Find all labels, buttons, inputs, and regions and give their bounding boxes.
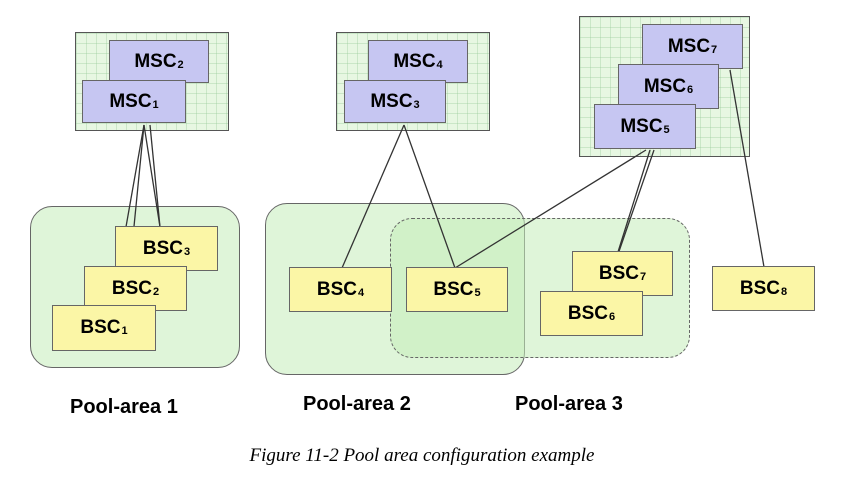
bsc4-sub: 4 (358, 286, 365, 299)
bsc3-label: BSC (142, 237, 183, 259)
bsc8-label: BSC (739, 277, 780, 299)
msc6-sub: 6 (687, 83, 694, 96)
link-msc7-bsc8 (729, 69, 765, 268)
msc5-label: MSC (620, 115, 663, 137)
msc1-label: MSC (109, 90, 152, 112)
bsc6-label: BSC (567, 302, 608, 324)
msc5-sub: 5 (663, 123, 670, 136)
link-msc2-bsc3 (149, 124, 161, 228)
bsc7-label: BSC (598, 262, 639, 284)
link-msc1-bsc3 (143, 124, 161, 228)
msc2-sub: 2 (177, 58, 184, 71)
msc7-label: MSC (667, 35, 711, 57)
figure-caption: Figure 11-2 Pool area configuration exam… (249, 445, 595, 466)
link-msc3-bsc4 (341, 124, 405, 269)
link-msc5-bsc7 (617, 149, 651, 253)
bsc5-sub: 5 (474, 286, 481, 299)
bsc5-label: BSC (433, 278, 474, 300)
pool-area-3-label: Pool-area 3 (515, 393, 623, 415)
msc4-sub: 4 (436, 58, 443, 71)
msc6-label: MSC (643, 75, 687, 97)
msc7-sub: 7 (711, 43, 718, 56)
bsc4-label: BSC (316, 278, 357, 300)
bsc8-sub: 8 (781, 285, 788, 298)
link-msc5-bsc5 (454, 149, 647, 269)
pool-area-1-label: Pool-area 1 (70, 396, 178, 418)
bsc1-label: BSC (80, 317, 121, 338)
msc3-label: MSC (370, 90, 413, 112)
bsc2-label: BSC (111, 277, 152, 299)
bsc7-sub: 7 (640, 270, 647, 283)
msc1-sub: 1 (152, 98, 159, 111)
bsc3-sub: 3 (184, 245, 191, 258)
pool-area-2-label: Pool-area 2 (303, 393, 411, 415)
bsc1-sub: 1 (121, 325, 128, 337)
msc2-label: MSC (134, 50, 177, 72)
link-msc3-bsc5 (403, 124, 456, 269)
msc3-sub: 3 (413, 98, 420, 111)
bsc6-sub: 6 (609, 310, 616, 323)
msc4-label: MSC (393, 50, 436, 72)
bsc2-sub: 2 (153, 285, 160, 298)
